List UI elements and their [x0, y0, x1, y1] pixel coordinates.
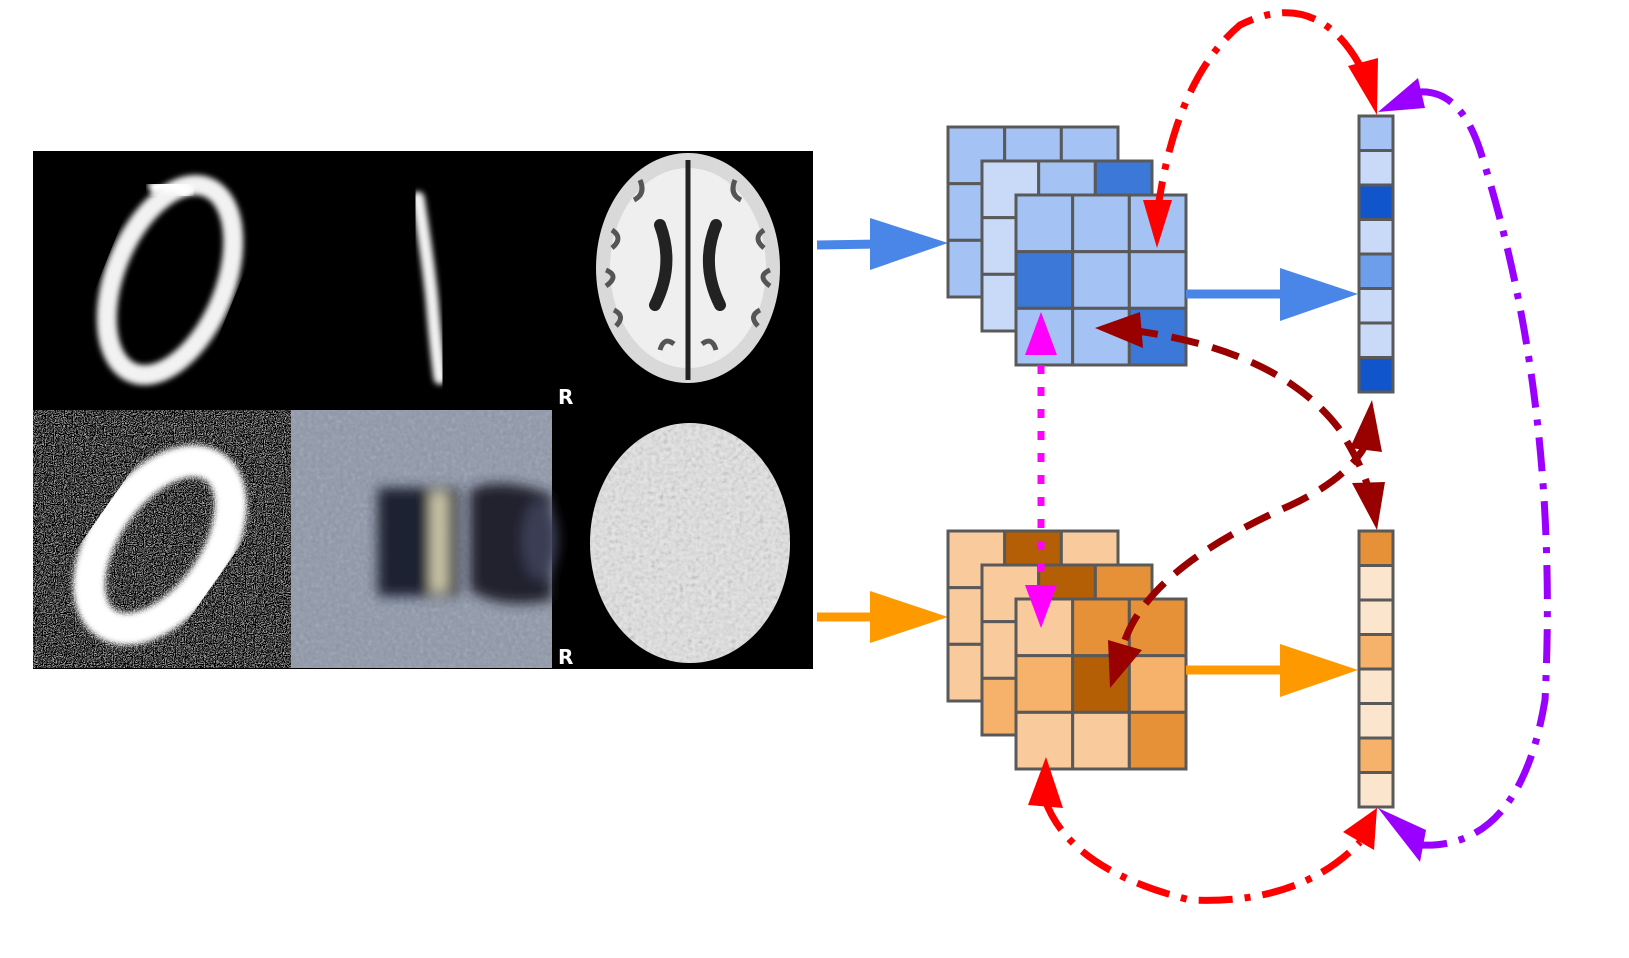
- input-image-panel: R R: [33, 151, 813, 669]
- source-input-arrow-shaft: [816, 239, 881, 250]
- feature-map-cell: [1127, 710, 1188, 771]
- brain-orientation-label-noisy: R: [558, 645, 573, 669]
- target-vector-cell: [1357, 667, 1395, 705]
- brain-mri-noisy-image: R: [558, 423, 790, 669]
- target-vector-cell: [1357, 702, 1395, 740]
- target-vector-cell: [1357, 771, 1395, 809]
- source-vector-cell: [1357, 356, 1395, 394]
- source-vector-cell: [1357, 321, 1395, 359]
- feature-map-cell: [1014, 193, 1075, 254]
- darkred-cross-arrow-2: [1121, 438, 1372, 642]
- mnist-digit-zero-image: [96, 175, 244, 385]
- feature-map-cell: [1071, 710, 1131, 771]
- feature-map-cell: [1014, 654, 1075, 714]
- target-vector-cell: [1357, 529, 1395, 567]
- target-vector-cell: [1357, 598, 1395, 636]
- feature-map-cell: [1127, 250, 1188, 310]
- source-vector-cell: [1357, 149, 1395, 187]
- feature-map-cell: [1127, 654, 1188, 714]
- noisy-digit-zero-image: [33, 410, 291, 668]
- top-red-arrowhead-map: [1143, 200, 1172, 248]
- purple-vector-alignment-arrow: [1419, 88, 1551, 849]
- feature-map-cell: [1071, 193, 1131, 254]
- target-vector-cell: [1357, 736, 1395, 774]
- brain-orientation-label: R: [558, 385, 573, 409]
- target-vector-cell: [1357, 633, 1395, 671]
- bottom-red-arrowhead-map: [1028, 757, 1063, 808]
- darkred-cross-arrow-1: [1129, 326, 1374, 496]
- mnist-digit-one-image: [411, 191, 447, 385]
- top-red-arrowhead-vector: [1348, 58, 1378, 115]
- source-vector-cell: [1357, 218, 1395, 256]
- feature-map-cell: [1127, 597, 1188, 658]
- source-vector-cell: [1357, 114, 1395, 152]
- target-feature-vector: [1357, 529, 1395, 809]
- brain-mri-clean-image: R: [558, 153, 780, 409]
- input-arrows: [816, 218, 948, 643]
- source-vector-cell: [1357, 287, 1395, 325]
- source-input-arrowhead: [870, 218, 948, 270]
- feature-map-cell: [1014, 710, 1075, 771]
- source-pool-arrowhead: [1280, 268, 1358, 321]
- purple-arrowhead-top: [1378, 78, 1425, 112]
- darkred-arrowhead-source-map: [1095, 312, 1143, 348]
- alignment-arrows: [1025, 9, 1551, 904]
- map-to-vector-arrows: [1186, 268, 1358, 697]
- bottom-red-alignment-arrow: [1041, 798, 1363, 904]
- top-red-alignment-arrow: [1153, 9, 1369, 216]
- source-feature-vector: [1357, 114, 1395, 394]
- bottom-red-arrowhead-vector: [1343, 808, 1377, 850]
- magenta-arrowhead-bottom: [1025, 585, 1057, 628]
- source-map-layer-front: [1014, 193, 1188, 367]
- darkred-arrowhead-target-map: [1108, 640, 1142, 688]
- darkred-arrowhead-target-vector: [1352, 482, 1385, 530]
- source-vector-cell: [1357, 183, 1395, 221]
- feature-map-cell: [1071, 250, 1131, 310]
- source-vector-cell: [1357, 252, 1395, 290]
- magenta-arrowhead-top: [1025, 312, 1057, 355]
- source-feature-maps: [946, 125, 1188, 367]
- svhn-digit-one-image: [291, 410, 558, 668]
- darkred-arrowhead-source-vector: [1350, 400, 1382, 452]
- purple-arrowhead-bottom: [1378, 808, 1426, 862]
- target-pool-arrowhead: [1280, 644, 1358, 697]
- target-feature-maps: [946, 529, 1188, 771]
- feature-map-cell: [1014, 250, 1075, 310]
- target-input-arrowhead: [870, 591, 948, 643]
- target-vector-cell: [1357, 564, 1395, 602]
